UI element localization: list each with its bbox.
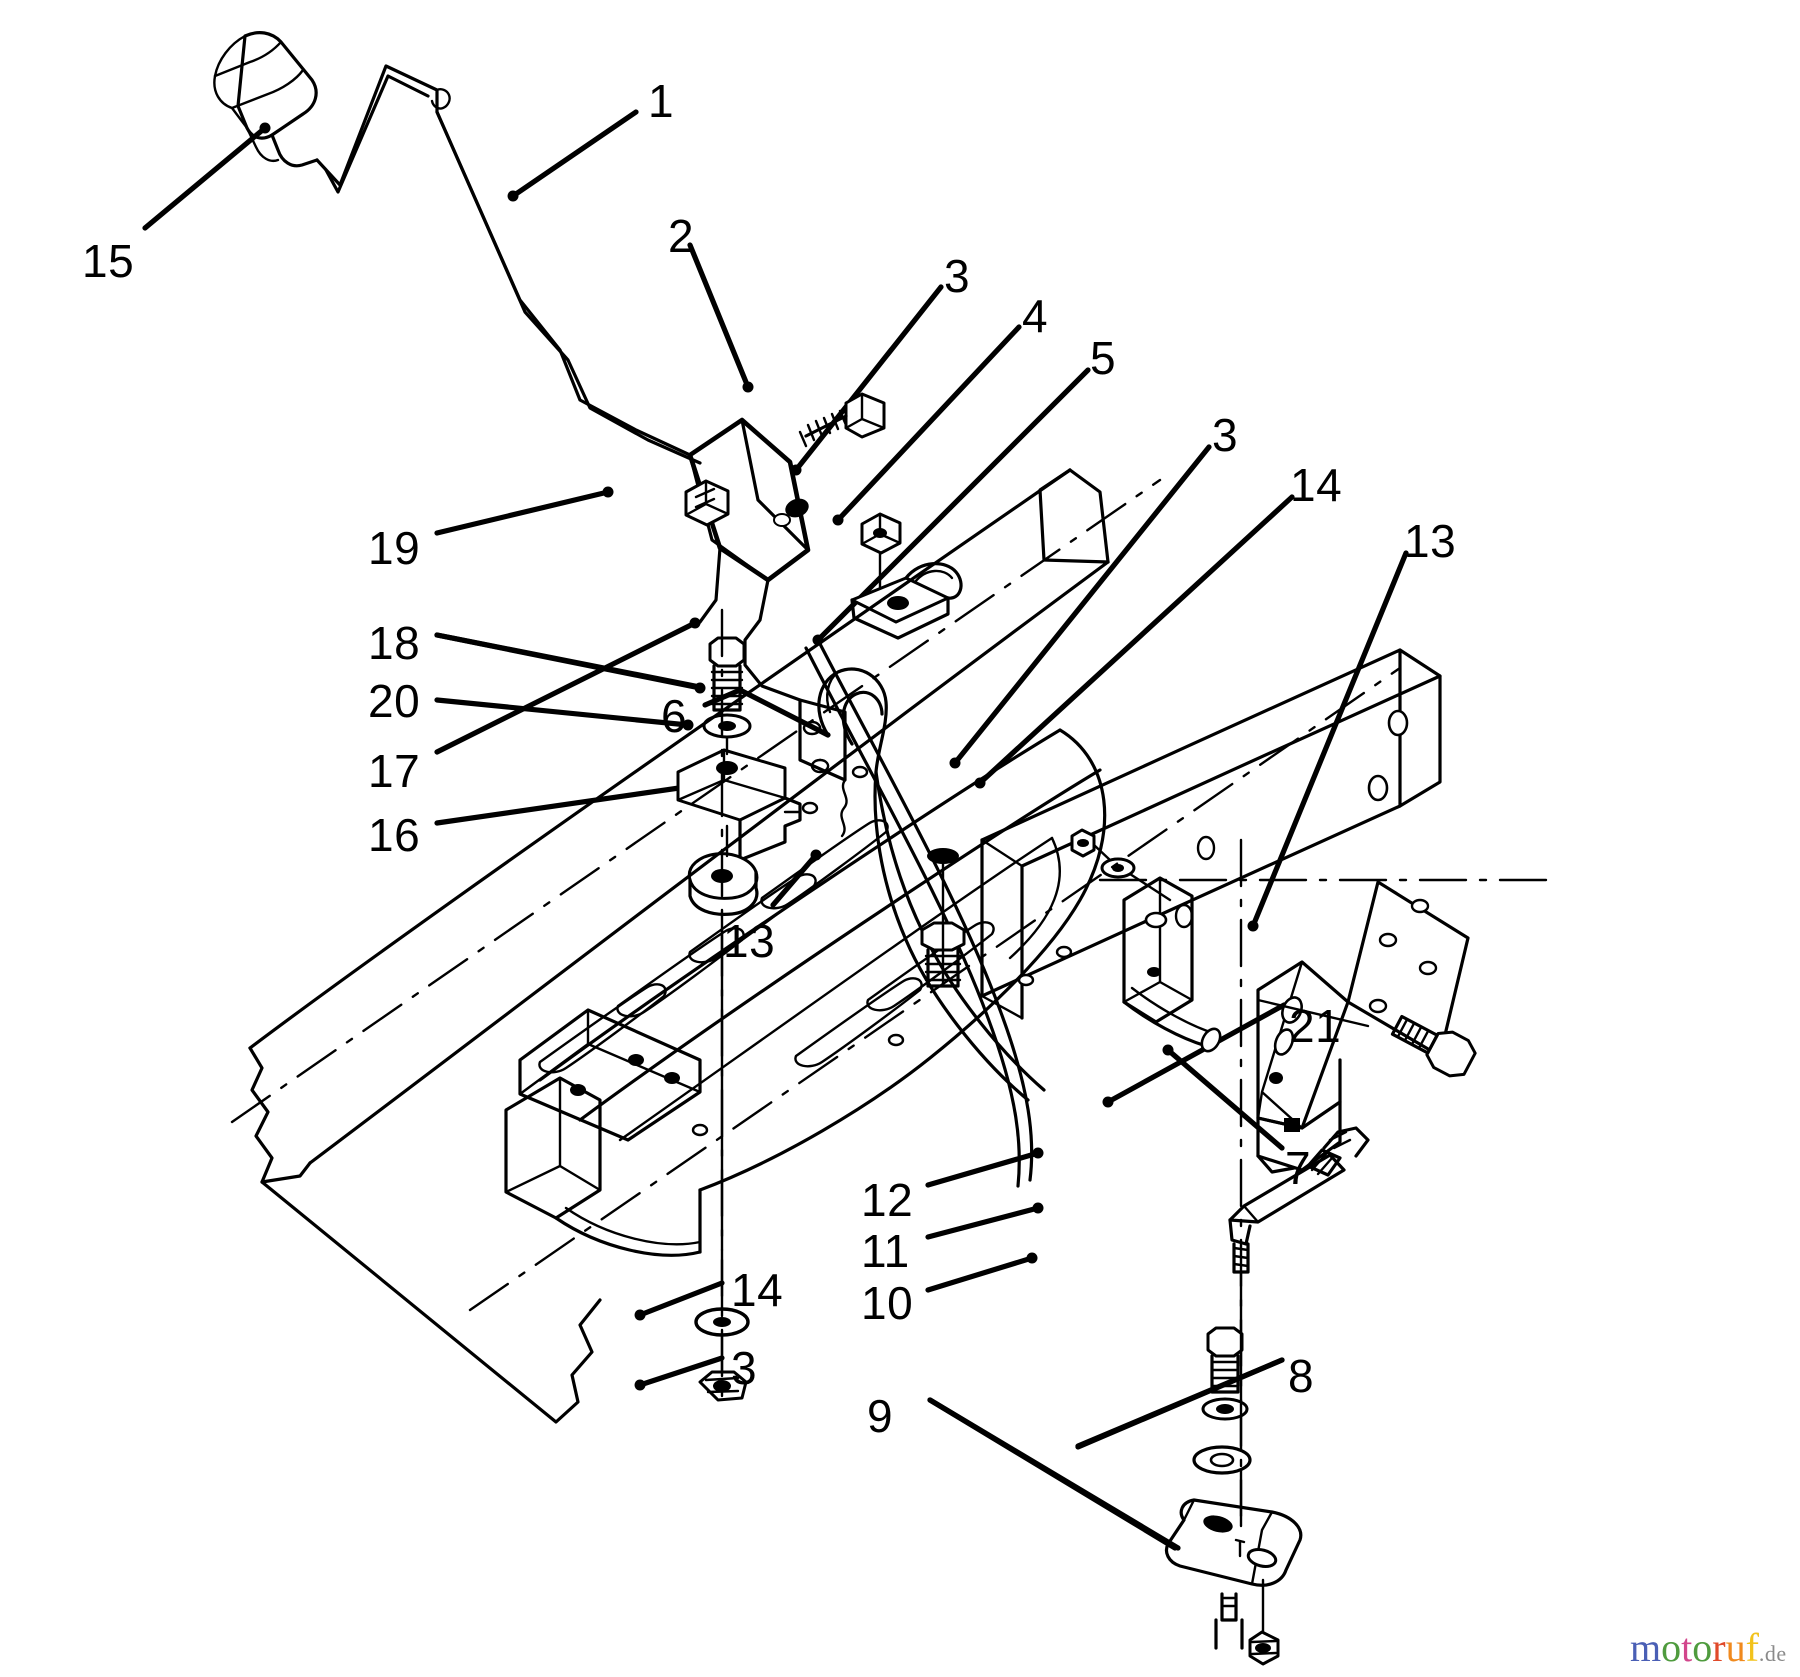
callout-21: 21 [1289,1000,1342,1052]
callout-3-bottom: 3 [731,1342,758,1394]
motoruf-watermark: motoruf.de [1630,1628,1787,1668]
frame-left-rail [248,468,1110,1424]
drag-link-rod-7 [1228,1126,1370,1518]
callout-8: 8 [1288,1350,1315,1402]
shift-lever-rod [315,64,702,465]
watermark-suffix: .de [1758,1641,1787,1666]
control-cable-5 [804,638,1034,1188]
centerlines [230,478,1562,1542]
link-hardware-stack [1164,1326,1303,1666]
watermark-letter-o1: o [1661,1625,1682,1670]
callout-1: 1 [648,75,675,127]
watermark-letter-t: t [1681,1625,1693,1670]
callout-17: 17 [368,745,421,797]
shift-knob-part [213,31,319,168]
callout-14-bottom: 14 [731,1264,784,1316]
shoulder-bolt-13-right [1256,998,1477,1078]
callout-5: 5 [1090,332,1117,384]
callout-6: 6 [661,690,688,742]
leader-lines [142,109,1409,1551]
watermark-letter-f: f [1745,1625,1759,1670]
callout-9: 9 [867,1390,894,1442]
shift-lever-bracket [687,417,848,838]
callout-14-right: 14 [1290,459,1343,511]
callout-18: 18 [368,617,421,669]
callout-19: 19 [368,522,421,574]
upright-tab-bracket [1122,876,1222,1053]
callout-3-upper: 3 [944,250,971,302]
shoulder-bolt-13-center [920,848,966,988]
callout-16: 16 [368,809,421,861]
callout-20: 20 [368,675,421,727]
nut-washer-pair-right [1070,828,1172,902]
callout-15: 15 [82,235,135,287]
callout-10: 10 [861,1277,914,1329]
callout-13-center: 13 [723,915,776,967]
callout-12: 12 [861,1174,914,1226]
callout-4: 4 [1022,290,1049,342]
watermark-letter-r: r [1712,1625,1726,1670]
callout-3-right: 3 [1212,409,1239,461]
watermark-letter-o2: o [1692,1625,1713,1670]
callout-7: 7 [1285,1142,1312,1194]
watermark-letter-u: u [1725,1625,1746,1670]
callout-2: 2 [668,210,695,262]
callout-11: 11 [861,1225,910,1277]
bottom-washer-nut [694,1307,750,1402]
watermark-letter-m: m [1630,1625,1662,1670]
cable-clamp-4 [850,562,963,640]
callout-13-right: 13 [1404,515,1457,567]
hex-nut-19 [684,479,730,527]
frame-floor-plate-6 [504,728,1107,1257]
hex-bolt-2 [798,392,886,448]
pivot-bracket-21 [1256,880,1470,1172]
